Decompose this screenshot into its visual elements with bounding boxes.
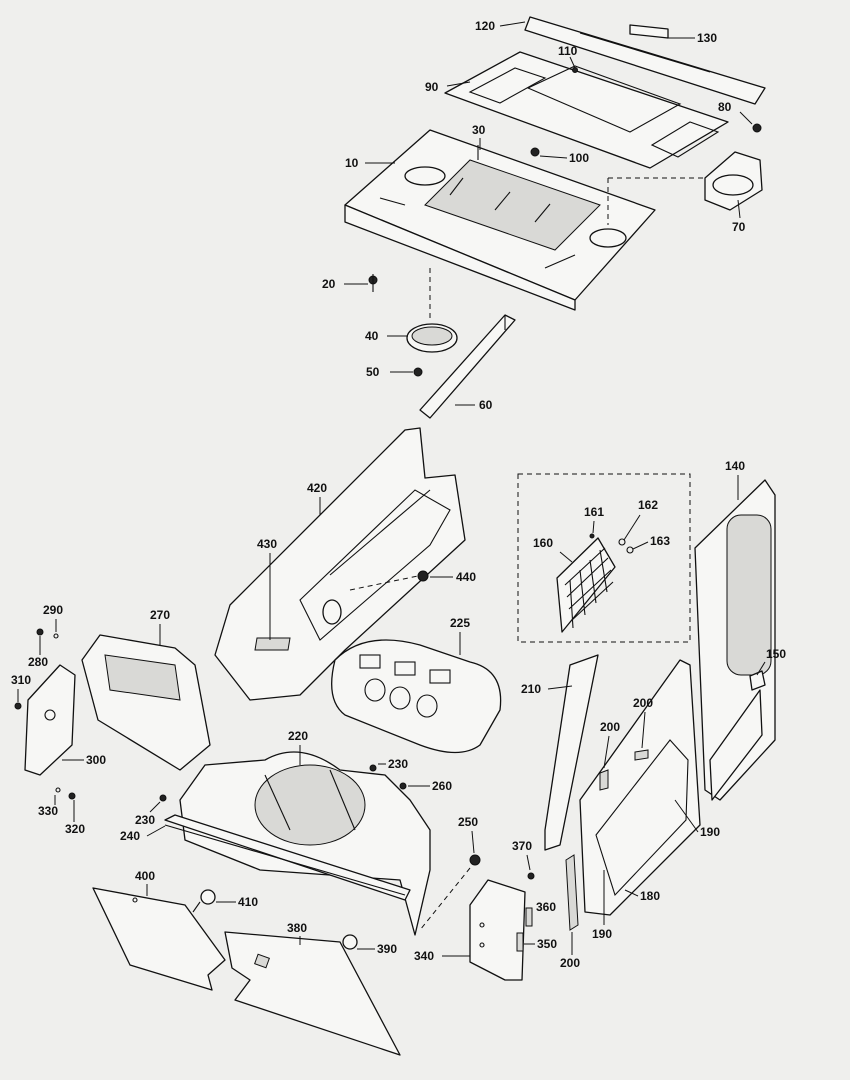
part-410-fastener bbox=[192, 889, 216, 913]
part-160-mesh-screen bbox=[556, 537, 616, 633]
callout-163: 163 bbox=[650, 534, 670, 548]
callout-225: 225 bbox=[450, 616, 470, 630]
callout-162: 162 bbox=[638, 498, 658, 512]
part-270-bracket bbox=[81, 634, 211, 771]
callout-240: 240 bbox=[120, 829, 140, 843]
callout-200: 200 bbox=[600, 720, 620, 734]
part-120-trim-strip bbox=[524, 16, 766, 105]
part-350-bracket bbox=[516, 932, 524, 952]
callout-350: 350 bbox=[537, 937, 557, 951]
callout-180: 180 bbox=[640, 889, 660, 903]
part-260-screw bbox=[399, 782, 407, 790]
part-40-disc bbox=[406, 323, 458, 353]
callout-300: 300 bbox=[86, 753, 106, 767]
part-280-screw bbox=[36, 628, 44, 636]
part-330-washer bbox=[55, 787, 61, 793]
callout-120: 120 bbox=[475, 19, 495, 33]
callout-161: 161 bbox=[584, 505, 604, 519]
callout-250: 250 bbox=[458, 815, 478, 829]
callout-150: 150 bbox=[766, 647, 786, 661]
callout-360: 360 bbox=[536, 900, 556, 914]
part-163-washer bbox=[626, 546, 634, 554]
part-320-screw bbox=[68, 792, 76, 800]
part-50-screw bbox=[413, 367, 423, 377]
part-100-fastener bbox=[530, 147, 540, 157]
callout-30: 30 bbox=[472, 123, 486, 137]
callout-60: 60 bbox=[479, 398, 493, 412]
callout-200: 200 bbox=[560, 956, 580, 970]
part-310-screw bbox=[14, 702, 22, 710]
callout-100: 100 bbox=[569, 151, 589, 165]
callout-200: 200 bbox=[633, 696, 653, 710]
part-210-post bbox=[544, 654, 599, 851]
part-130-label bbox=[629, 24, 669, 39]
part-110-screws bbox=[572, 67, 578, 73]
callout-110: 110 bbox=[558, 44, 578, 58]
callout-400: 400 bbox=[135, 869, 155, 883]
callout-20: 20 bbox=[322, 277, 336, 291]
part-161-clip bbox=[589, 533, 595, 539]
callout-420: 420 bbox=[307, 481, 327, 495]
callout-80: 80 bbox=[718, 100, 732, 114]
part-390-fastener bbox=[342, 934, 358, 950]
part-230-screw-left bbox=[159, 794, 167, 802]
part-360-plate bbox=[525, 907, 533, 927]
part-20-fastener bbox=[368, 274, 378, 292]
part-370-screw bbox=[527, 872, 535, 880]
callout-10: 10 bbox=[345, 156, 359, 170]
callout-210: 210 bbox=[521, 682, 541, 696]
callout-70: 70 bbox=[732, 220, 746, 234]
part-240-trim-strip bbox=[164, 814, 411, 901]
part-380-cover bbox=[224, 931, 401, 1056]
callout-430: 430 bbox=[257, 537, 277, 551]
callout-140: 140 bbox=[725, 459, 745, 473]
callout-280: 280 bbox=[28, 655, 48, 669]
callout-390: 390 bbox=[377, 942, 397, 956]
callout-labels: 120 130 110 90 80 30 100 10 70 20 40 50 … bbox=[11, 19, 786, 970]
callout-260: 260 bbox=[432, 779, 452, 793]
callout-440: 440 bbox=[456, 570, 476, 584]
callout-50: 50 bbox=[366, 365, 380, 379]
callout-190: 190 bbox=[700, 825, 720, 839]
callout-130: 130 bbox=[697, 31, 717, 45]
part-60-strap bbox=[419, 314, 516, 419]
part-70-bracket bbox=[704, 151, 763, 211]
callout-230: 230 bbox=[135, 813, 155, 827]
part-250-fastener bbox=[419, 854, 481, 931]
callout-230: 230 bbox=[388, 757, 408, 771]
part-290-washer bbox=[53, 633, 59, 639]
callout-320: 320 bbox=[65, 822, 85, 836]
part-300-plate bbox=[24, 664, 76, 776]
callout-40: 40 bbox=[365, 329, 379, 343]
part-200-strip-lower bbox=[565, 854, 579, 931]
callout-340: 340 bbox=[414, 949, 434, 963]
part-180-door-panel bbox=[579, 659, 701, 916]
part-162-ring bbox=[618, 538, 626, 546]
callout-290: 290 bbox=[43, 603, 63, 617]
part-10-console-housing bbox=[344, 129, 656, 311]
inset-detail-box bbox=[517, 473, 691, 643]
callout-190: 190 bbox=[592, 927, 612, 941]
callout-380: 380 bbox=[287, 921, 307, 935]
callout-90: 90 bbox=[425, 80, 439, 94]
callout-270: 270 bbox=[150, 608, 170, 622]
callout-310: 310 bbox=[11, 673, 31, 687]
callout-410: 410 bbox=[238, 895, 258, 909]
callout-160: 160 bbox=[533, 536, 553, 550]
part-225-gauge-panel bbox=[331, 639, 502, 754]
callout-330: 330 bbox=[38, 804, 58, 818]
part-140-frame bbox=[694, 479, 776, 801]
part-420-dash-panel bbox=[214, 427, 466, 701]
part-440-fastener bbox=[349, 570, 429, 591]
part-340-box bbox=[469, 879, 526, 981]
part-220-lower-console bbox=[179, 751, 431, 936]
callout-370: 370 bbox=[512, 839, 532, 853]
part-400-cover bbox=[92, 887, 226, 991]
callout-220: 220 bbox=[288, 729, 308, 743]
part-90-gasket bbox=[444, 51, 729, 169]
part-230-screw-right bbox=[369, 764, 377, 772]
part-80-screw bbox=[752, 123, 762, 133]
